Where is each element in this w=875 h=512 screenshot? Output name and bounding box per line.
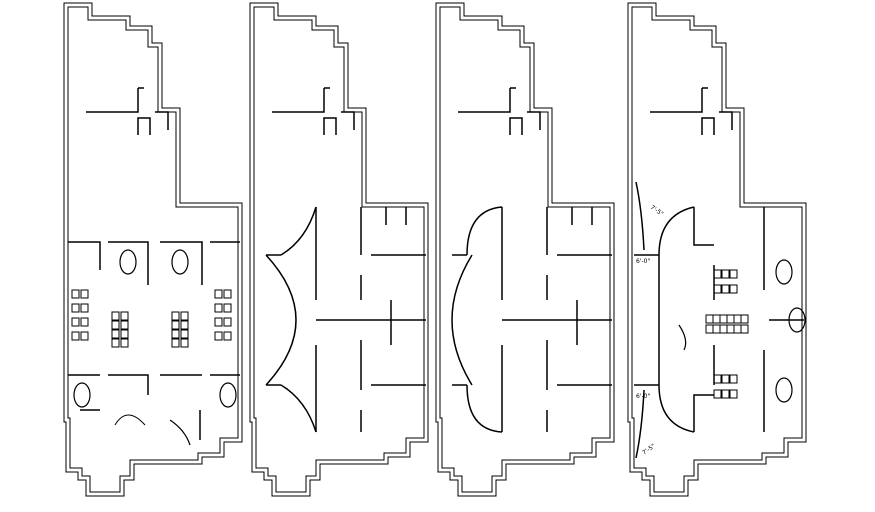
workstation-chair	[729, 389, 738, 399]
plan-outline	[66, 5, 240, 494]
workstation-chair	[705, 314, 714, 324]
workstation-chair	[111, 329, 120, 339]
workstation-chair	[180, 329, 189, 339]
plan-2	[252, 5, 426, 494]
workstation-chair	[214, 317, 223, 327]
workstation-chair	[740, 314, 749, 324]
workstation-chair	[719, 314, 728, 324]
workstation-chair	[80, 303, 89, 313]
workstation-chair	[80, 289, 89, 299]
workstation-chair	[721, 374, 730, 384]
workstation-chair	[726, 314, 735, 324]
wall	[452, 254, 467, 386]
meeting-table	[775, 377, 793, 403]
workstation-chair	[223, 331, 232, 341]
workstation-chair	[180, 311, 189, 321]
workstation-chair	[71, 317, 80, 327]
workstation-chair	[71, 289, 80, 299]
workstation-chair	[120, 329, 129, 339]
workstation-chair	[719, 324, 728, 334]
wall	[280, 206, 317, 433]
workstation-chair	[80, 317, 89, 327]
workstation-chair	[713, 284, 722, 294]
workstation-chair	[171, 320, 180, 330]
meeting-table	[171, 249, 189, 275]
wall	[68, 374, 240, 395]
meeting-table	[775, 259, 793, 285]
workstation-chair	[180, 320, 189, 330]
workstation-chair	[223, 303, 232, 313]
workstation-chair	[713, 389, 722, 399]
plan-4: 7'-5" 6'-0" 6'-0" 7'-5"	[630, 5, 805, 494]
workstation-chair	[171, 329, 180, 339]
wall	[658, 206, 695, 433]
workstation-chair	[721, 389, 730, 399]
wall	[385, 207, 407, 225]
plan-1	[66, 5, 240, 494]
workstation-chair	[721, 269, 730, 279]
wall	[371, 254, 426, 386]
plan-3	[438, 5, 612, 494]
workstation-chair	[214, 331, 223, 341]
workstation-chair	[180, 338, 189, 348]
workstation-chair	[223, 317, 232, 327]
workstation-chair	[729, 374, 738, 384]
workstation-chair	[111, 311, 120, 321]
dimension-label: 7'-5"	[649, 204, 665, 218]
workstation-chair	[120, 338, 129, 348]
workstation-chair	[713, 374, 722, 384]
workstation-chair	[733, 314, 742, 324]
door-swing	[114, 414, 146, 426]
workstation-chair	[171, 311, 180, 321]
wall	[634, 254, 659, 386]
wall	[315, 207, 426, 432]
workstation-chair	[120, 320, 129, 330]
workstation-chair	[214, 303, 223, 313]
workstation-chair	[214, 289, 223, 299]
wall	[501, 207, 612, 432]
workstation-chair	[740, 324, 749, 334]
wall	[265, 254, 297, 386]
workstation-chair	[120, 311, 129, 321]
wall	[713, 207, 804, 432]
workstation-chair	[713, 269, 722, 279]
workstation-chair	[111, 338, 120, 348]
plan-outline	[252, 5, 426, 494]
workstation-chair	[726, 324, 735, 334]
workstation-chair	[712, 314, 721, 324]
reception-desk	[169, 419, 191, 446]
meeting-table	[73, 382, 91, 408]
workstation-chair	[721, 284, 730, 294]
wall	[466, 206, 503, 433]
wall	[68, 241, 240, 285]
workstation-chair	[705, 324, 714, 334]
workstation-chair	[71, 303, 80, 313]
workstation-chair	[733, 324, 742, 334]
wall	[693, 207, 714, 432]
workstation-chair	[71, 331, 80, 341]
workstation-chair	[729, 269, 738, 279]
wall	[451, 254, 473, 386]
plan-outline	[630, 5, 804, 494]
plan-outline	[438, 5, 612, 494]
wall	[80, 409, 201, 440]
wall	[557, 254, 612, 386]
wall	[266, 254, 281, 386]
workstation-chair	[223, 289, 232, 299]
reception-desk	[678, 324, 687, 351]
workstation-chair	[111, 320, 120, 330]
wall	[635, 181, 645, 459]
workstation-chair	[729, 284, 738, 294]
dimension-label: 7'-5"	[641, 443, 657, 457]
wall	[571, 207, 593, 225]
workstation-chair	[171, 338, 180, 348]
workstation-chair	[712, 324, 721, 334]
workstation-chair	[80, 331, 89, 341]
meeting-table	[119, 249, 137, 275]
dimension-label: 6'-0"	[636, 393, 650, 400]
meeting-table	[219, 382, 237, 408]
dimension-label: 6'-0"	[636, 258, 650, 265]
meeting-table	[788, 307, 806, 333]
